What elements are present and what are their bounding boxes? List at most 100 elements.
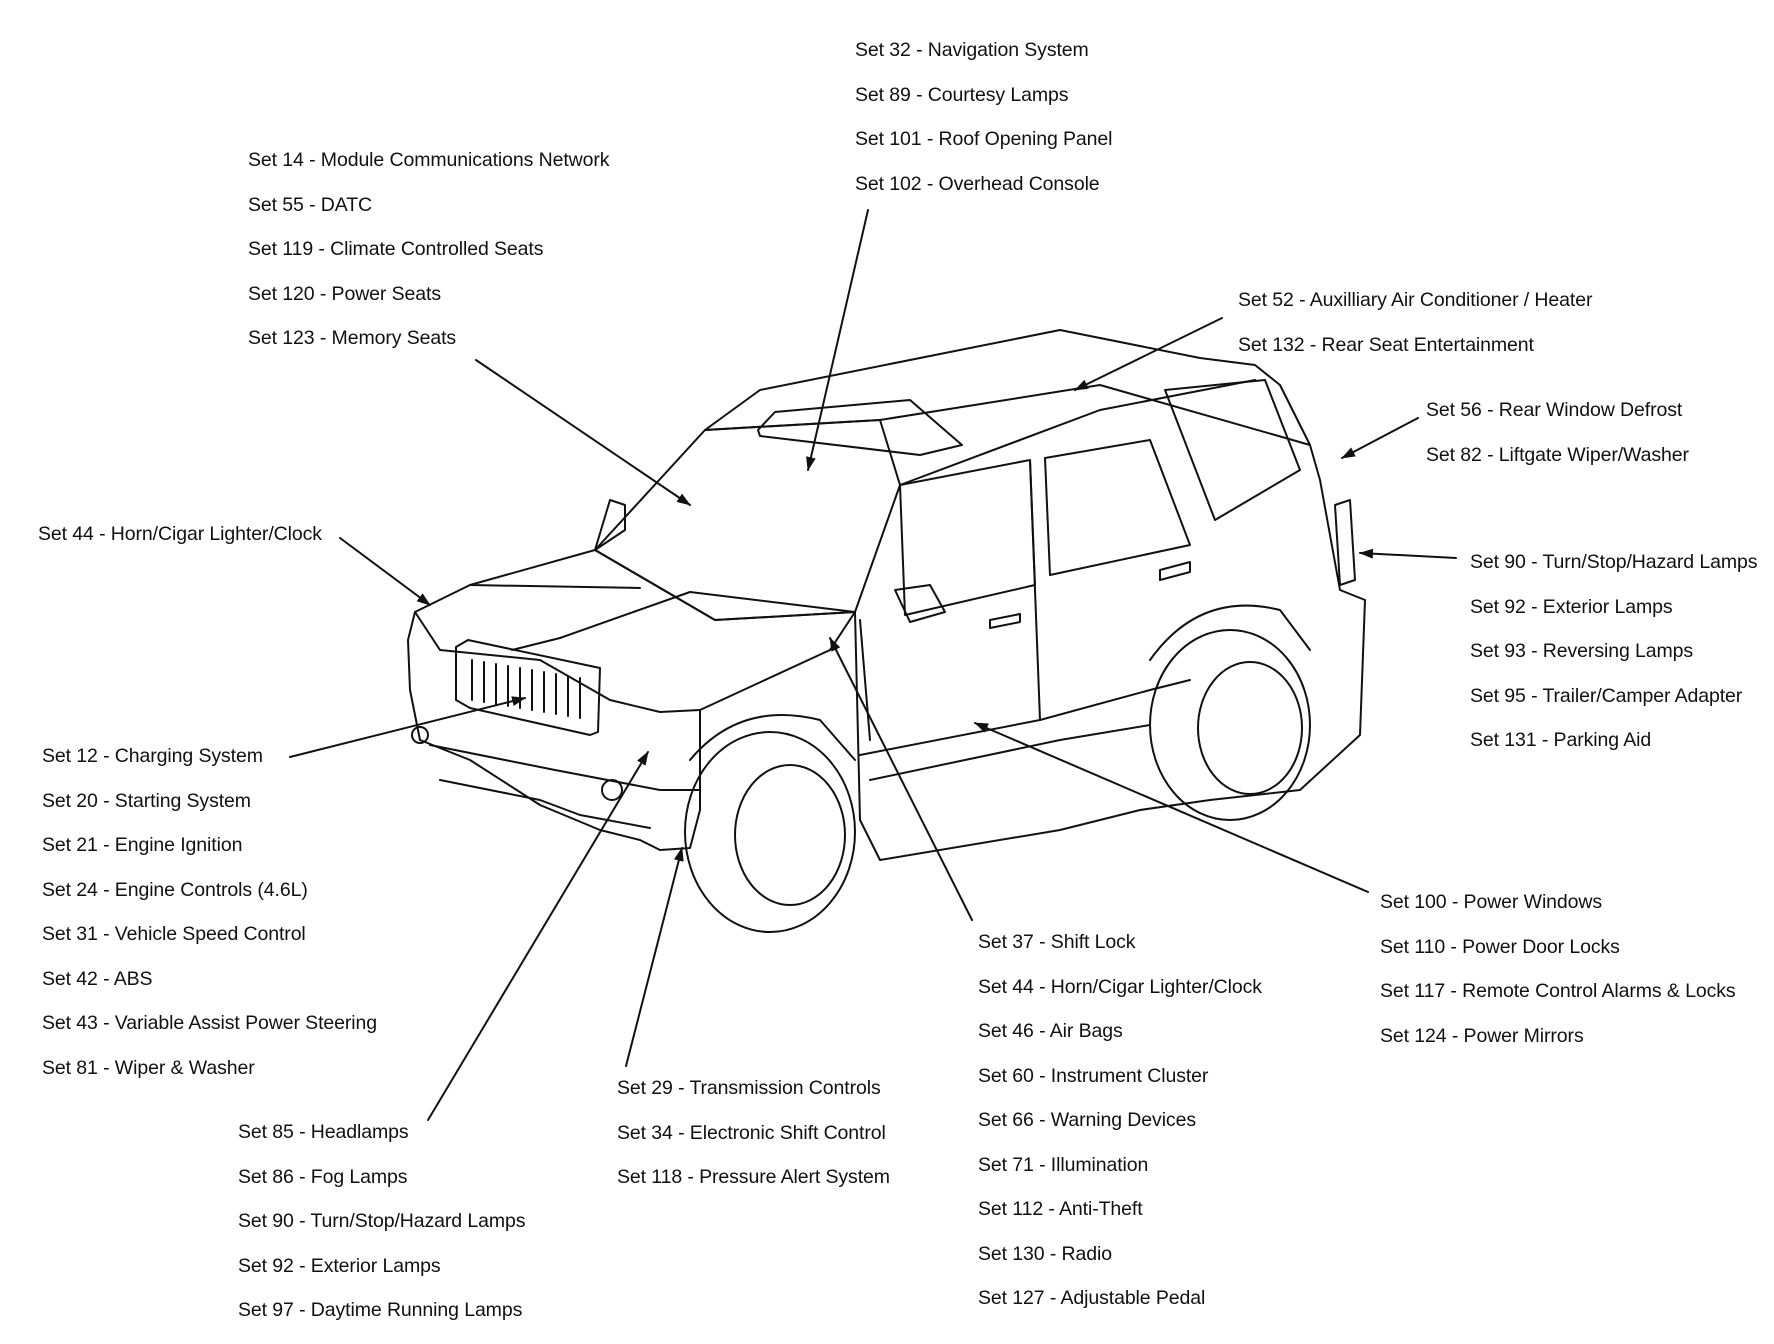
callout-label: Set 34 - Electronic Shift Control xyxy=(617,1121,886,1144)
callout-label: Set 55 - DATC xyxy=(248,193,373,216)
callout-label: Set 132 - Rear Seat Entertainment xyxy=(1238,333,1534,356)
front-door-window xyxy=(899,459,1036,616)
hood-crease-left xyxy=(469,584,641,589)
grille-surround xyxy=(455,639,601,736)
front-fascia xyxy=(407,611,701,851)
callout-label: Set 85 - Headlamps xyxy=(238,1121,409,1143)
leader-rear-lamps xyxy=(1359,548,1457,559)
callout-label: Set 131 - Parking Aid xyxy=(1470,729,1652,751)
callout-label: Set 12 - Charging System xyxy=(42,745,263,767)
sunroof xyxy=(757,399,963,456)
callout-label: Set 123 - Memory Seats xyxy=(248,327,457,349)
callout-label: Set 82 - Liftgate Wiper/Washer xyxy=(1426,443,1689,466)
callout-group-front-lamps: Set 85 - Headlamps Set 86 - Fog Lamps Se… xyxy=(238,1110,525,1333)
hood-crease-center xyxy=(511,591,856,651)
callout-label: Set 44 - Horn/Cigar Lighter/Clock xyxy=(38,523,322,545)
callout-label: Set 44 - Horn/Cigar Lighter/Clock xyxy=(978,975,1262,998)
rocker-lower xyxy=(869,724,1151,781)
front-door-line xyxy=(859,619,871,741)
callout-label: Set 20 - Starting System xyxy=(42,789,251,812)
callout-label: Set 32 - Navigation System xyxy=(855,39,1089,61)
callout-label: Set 93 - Reversing Lamps xyxy=(1470,640,1694,662)
callout-label: Set 52 - Auxilliary Air Conditioner / He… xyxy=(1238,289,1593,311)
callout-label: Set 42 - ABS xyxy=(42,967,153,990)
callout-group-transmission: Set 29 - Transmission Controls Set 34 - … xyxy=(617,1066,890,1200)
callout-label: Set 97 - Daytime Running Lamps xyxy=(238,1299,523,1321)
callout-label: Set 118 - Pressure Alert System xyxy=(617,1166,890,1188)
callout-label: Set 89 - Courtesy Lamps xyxy=(855,83,1069,106)
fog-lamp-left xyxy=(411,726,429,744)
callout-label: Set 92 - Exterior Lamps xyxy=(1470,595,1673,618)
tail-lamp xyxy=(1334,499,1356,586)
callout-label: Set 101 - Roof Opening Panel xyxy=(855,128,1113,150)
callout-leaders xyxy=(289,209,1457,1121)
roof-outline xyxy=(704,329,1311,446)
windshield xyxy=(594,419,901,621)
callout-label: Set 95 - Trailer/Camper Adapter xyxy=(1470,684,1743,707)
leader-horn-front xyxy=(339,537,431,606)
callout-label: Set 71 - Illumination xyxy=(978,1153,1149,1176)
leader-instrument-panel xyxy=(829,637,973,921)
callout-label: Set 86 - Fog Lamps xyxy=(238,1165,408,1188)
bumper-upper xyxy=(429,744,701,791)
door-handle-rear xyxy=(1159,561,1191,581)
callout-label: Set 92 - Exterior Lamps xyxy=(238,1254,441,1277)
callout-label: Set 29 - Transmission Controls xyxy=(617,1077,881,1099)
callout-group-rear-climate: Set 52 - Auxilliary Air Conditioner / He… xyxy=(1238,278,1592,367)
callout-group-overhead: Set 32 - Navigation System Set 89 - Cour… xyxy=(855,28,1112,206)
callout-label: Set 43 - Variable Assist Power Steering xyxy=(42,1012,377,1034)
door-handle-front xyxy=(989,613,1021,629)
callout-label: Set 14 - Module Communications Network xyxy=(248,149,610,171)
bumper-lower xyxy=(439,779,651,829)
quarter-window xyxy=(1164,379,1301,521)
side-mirror xyxy=(894,584,946,623)
callout-group-liftgate: Set 56 - Rear Window Defrost Set 82 - Li… xyxy=(1426,388,1689,477)
vehicle-body xyxy=(407,329,1366,933)
callout-label: Set 90 - Turn/Stop/Hazard Lamps xyxy=(238,1210,526,1232)
callout-label: Set 60 - Instrument Cluster xyxy=(978,1064,1209,1087)
callout-label: Set 90 - Turn/Stop/Hazard Lamps xyxy=(1470,551,1758,573)
leader-interior-modules xyxy=(475,359,691,506)
callout-label: Set 81 - Wiper & Washer xyxy=(42,1056,255,1079)
leader-rear-climate xyxy=(1074,317,1223,391)
callout-label: Set 112 - Anti-Theft xyxy=(978,1198,1143,1220)
running-board xyxy=(859,679,1191,756)
callout-label: Set 37 - Shift Lock xyxy=(978,931,1136,953)
b-pillar xyxy=(1029,459,1041,721)
callout-label: Set 100 - Power Windows xyxy=(1380,891,1603,913)
callout-group-doors: Set 100 - Power Windows Set 110 - Power … xyxy=(1380,880,1736,1058)
callout-group-engine: Set 12 - Charging System Set 20 - Starti… xyxy=(42,734,377,1090)
callout-group-instrument-panel: Set 37 - Shift Lock Set 44 - Horn/Cigar … xyxy=(978,920,1262,1321)
callout-label: Set 130 - Radio xyxy=(978,1242,1113,1265)
leader-doors xyxy=(974,722,1369,893)
callout-label: Set 66 - Warning Devices xyxy=(978,1109,1196,1131)
callout-group-interior-modules: Set 14 - Module Communications Network S… xyxy=(248,138,610,361)
rear-door-window xyxy=(1044,439,1191,576)
callout-label: Set 119 - Climate Controlled Seats xyxy=(248,238,544,260)
left-mirror xyxy=(594,499,626,551)
leader-transmission xyxy=(625,847,684,1067)
leader-engine xyxy=(289,696,526,758)
front-wheel xyxy=(684,714,856,933)
leader-overhead xyxy=(806,209,869,471)
callout-label: Set 24 - Engine Controls (4.6L) xyxy=(42,878,308,901)
callout-label: Set 110 - Power Door Locks xyxy=(1380,935,1620,958)
fog-lamp-right xyxy=(601,779,623,801)
callout-label: Set 56 - Rear Window Defrost xyxy=(1426,399,1683,421)
hood xyxy=(414,549,856,713)
callout-label: Set 31 - Vehicle Speed Control xyxy=(42,923,306,945)
rear-wheel xyxy=(1149,604,1311,821)
beltline xyxy=(899,379,1256,486)
callout-label: Set 127 - Adjustable Pedal xyxy=(978,1287,1206,1309)
callout-label: Set 117 - Remote Control Alarms & Locks xyxy=(1380,980,1736,1002)
grille-bars xyxy=(471,659,581,719)
leader-liftgate xyxy=(1341,417,1419,459)
callout-label: Set 120 - Power Seats xyxy=(248,282,442,305)
callout-group-horn-front: Set 44 - Horn/Cigar Lighter/Clock xyxy=(38,512,322,557)
callout-label: Set 124 - Power Mirrors xyxy=(1380,1024,1584,1047)
callout-label: Set 46 - Air Bags xyxy=(978,1020,1123,1042)
callout-group-rear-lamps: Set 90 - Turn/Stop/Hazard Lamps Set 92 -… xyxy=(1470,540,1757,763)
leader-front-lamps xyxy=(427,751,649,1121)
